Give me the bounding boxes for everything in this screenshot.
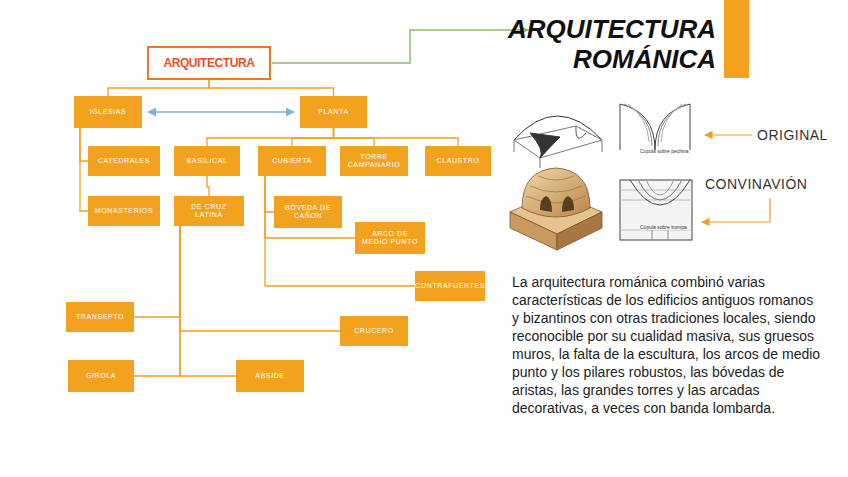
tree-connector [334,128,459,146]
dome-sketch [514,116,602,168]
concept-box: BÓVEDA DE CAÑON [274,196,342,228]
tree-connector [180,226,236,376]
double-arrow [148,111,294,113]
figure-caption: Cúpula sobre trompa [640,224,690,230]
slide-title: ARQUITECTURA ROMÁNICA [470,14,716,74]
node-text: PLANTA [318,108,348,116]
tree-connector [80,128,88,211]
tree-connector [207,128,334,146]
node-text: TORRE CAMPANARIO [343,153,405,169]
node-text: CLAUSTRO [437,157,480,165]
node-text: MONASTERIOS [95,207,153,215]
concept-box: PLANTA [300,96,367,128]
concept-box: GIROLA [68,360,134,392]
figure-label: ORIGINAL [757,127,842,143]
tree-connector [265,176,274,212]
node-text: CUBIERTA [272,157,312,165]
tree-connector [209,80,334,96]
node-text: IGLESIAS [90,108,127,116]
concept-box: ABSIDE [236,360,304,392]
concept-box: CONTRAFUERTES [415,271,485,301]
title-leader [272,30,528,63]
title-bar [724,0,749,78]
tree-connector [265,176,355,238]
tree-connector [334,128,375,146]
tree-connector [180,226,340,331]
node-text: ARQUITECTURA [163,56,254,70]
node-text: BÓVEDA DE CAÑON [277,204,339,220]
tree-connector [134,226,180,317]
original-leader [705,134,752,135]
concept-box: IGLESIAS [74,96,142,128]
concept-box: MONASTERIOS [88,196,160,226]
concept-box: DE CRUZ LATINA [174,196,244,226]
tree-connector [80,128,88,161]
concept-box: CUBIERTA [258,146,326,176]
node-text: GIROLA [86,372,116,380]
figure-caption: Cúpula sobre pechina [640,148,690,154]
node-text: BASILICAL [187,157,228,165]
body-paragraph: La arquitectura románica combinó varias … [512,273,822,417]
node-text: CONTRAFUERTES [415,282,485,290]
dome-model [510,168,602,250]
figure-label: CONVINAVIÓN [705,176,843,192]
concept-box: CLAUSTRO [425,146,491,176]
concept-box: ARCO DE MEDIO PUNTO [355,222,425,254]
node-text: DE CRUZ LATINA [177,203,241,219]
root-box: ARQUITECTURA [147,46,271,80]
squinch-drawing [620,180,692,240]
combination-leader [702,198,770,222]
node-text: TRANSEPTO [76,313,124,321]
tree-connector [207,176,209,196]
pendentive-drawing [620,104,690,150]
concept-box: TRANSEPTO [66,302,134,332]
tree-connector [292,128,334,146]
concept-box: TORRE CAMPANARIO [340,146,408,176]
tree-connector [108,80,209,96]
node-text: ABSIDE [255,372,284,380]
node-text: CATEDRALES [98,157,150,165]
node-text: CRUCERO [354,327,394,335]
concept-box: BASILICAL [174,146,240,176]
node-text: ARCO DE MEDIO PUNTO [358,230,422,246]
concept-box: CATEDRALES [88,146,160,176]
concept-box: CRUCERO [340,316,408,346]
tree-connector [134,226,180,376]
